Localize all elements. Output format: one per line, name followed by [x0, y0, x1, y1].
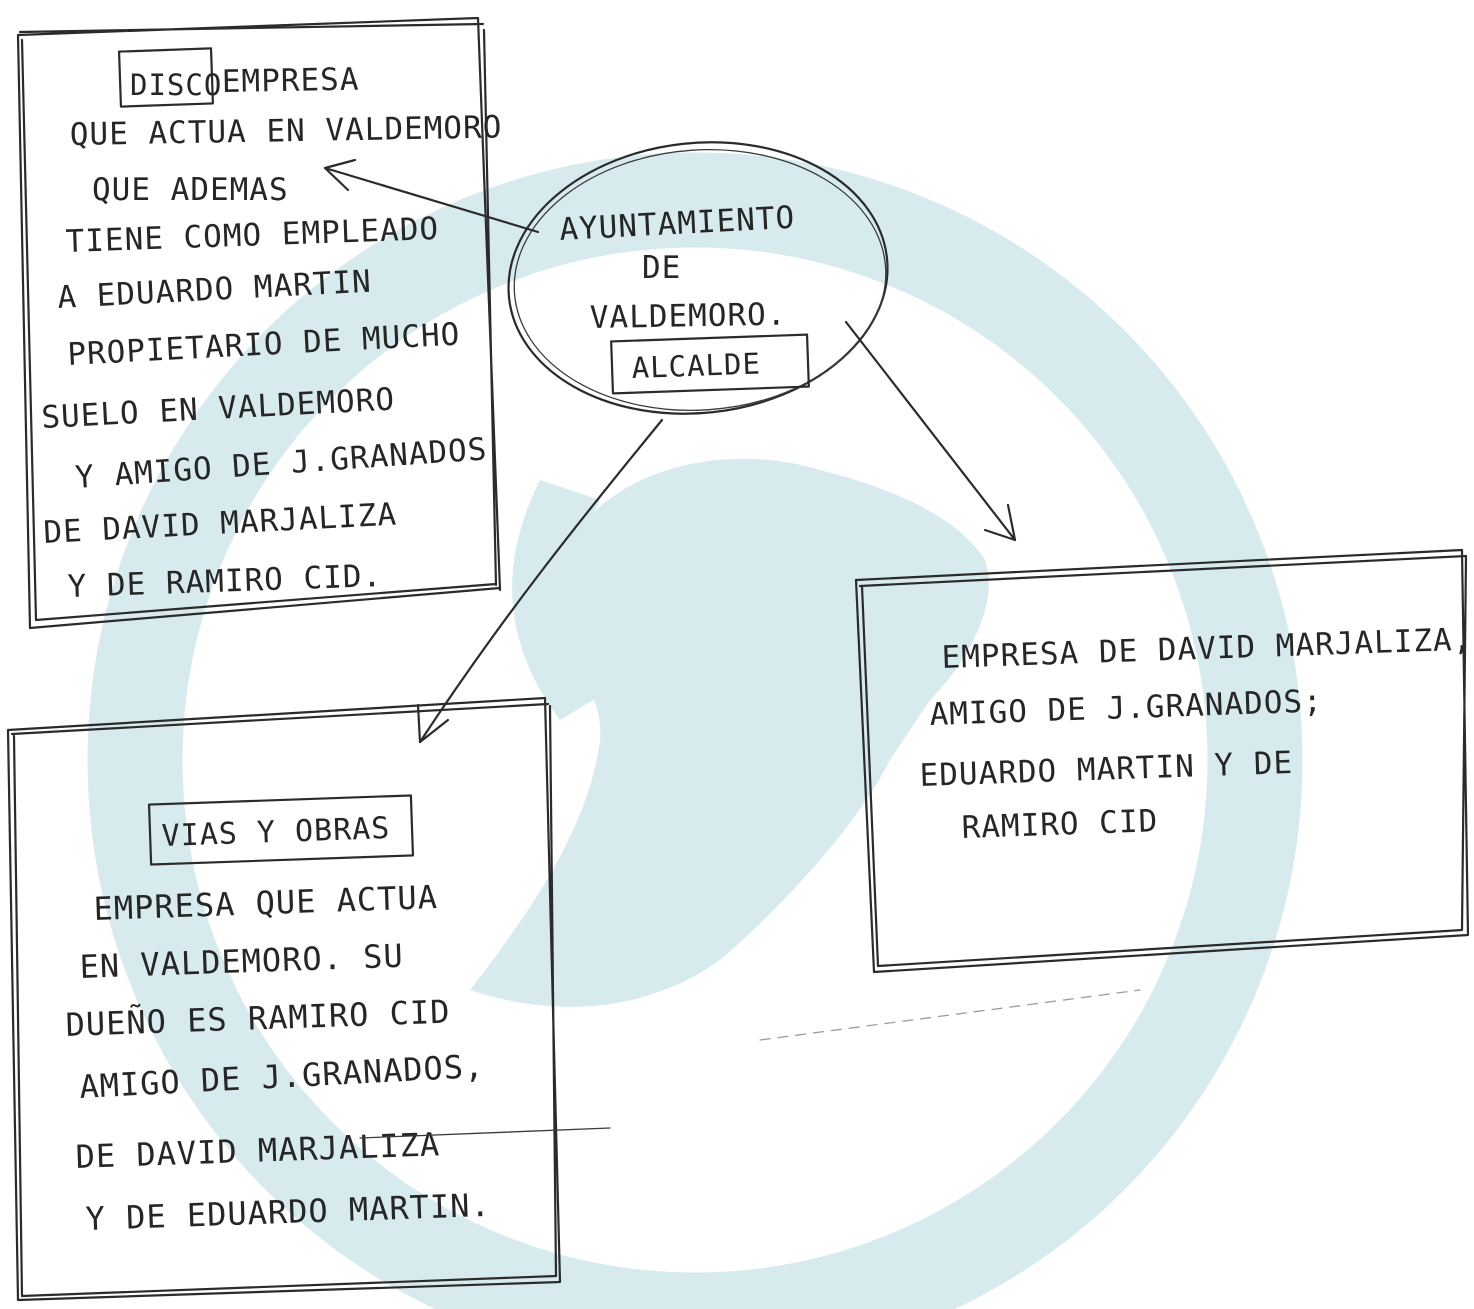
top-left-line: Y DE RAMIRO CID. — [67, 558, 383, 605]
vias-y-obras-badge-label: VIAS Y OBRAS — [161, 811, 391, 854]
right-box-text: EMPRESA DE DAVID MARJALIZA, AMIGO DE J.G… — [919, 621, 1473, 846]
alcalde-badge-border — [610, 333, 810, 395]
center-node-line: VALDEMORO. — [590, 297, 787, 336]
watermark-horn-icon — [512, 480, 610, 720]
watermark-ring — [87, 152, 1303, 1309]
bottom-left-line: DUEÑO ES RAMIRO CID — [65, 993, 451, 1044]
center-node-line: DE — [642, 250, 681, 286]
vias-y-obras-badge-border — [147, 794, 415, 866]
stray-dashed-mark — [759, 989, 1141, 1041]
right-box-line: RAMIRO CID — [961, 803, 1159, 846]
watermark-logo — [87, 152, 1303, 1309]
arrow-to-right — [844, 320, 1017, 542]
disco-badge-border — [117, 47, 215, 108]
disco-badge-label: DISCO — [130, 68, 222, 102]
bottom-left-line: DE DAVID MARJALIZA — [75, 1125, 441, 1176]
right-box-border — [854, 548, 1470, 974]
top-left-box: DISCO EMPRESA QUE ACTUA EN VALDEMORO QUE… — [16, 16, 503, 630]
arrow-to-top-left — [323, 158, 540, 234]
center-node: AYUNTAMIENTO DE VALDEMORO. ALCALDE — [507, 141, 889, 415]
bottom-left-box-border — [6, 696, 562, 1302]
center-node-ellipse-overstroke — [513, 149, 887, 411]
center-node-ellipse — [507, 141, 889, 415]
top-left-box-border — [16, 16, 502, 630]
connectors — [323, 158, 1017, 744]
top-left-line: QUE ACTUA EN VALDEMORO — [70, 109, 503, 153]
top-left-line: EMPRESA — [222, 62, 360, 100]
alcalde-badge-label: ALCALDE — [631, 347, 761, 385]
top-left-line: QUE ADEMAS — [92, 172, 289, 208]
stray-pen-line — [359, 1127, 611, 1139]
top-left-box-text: EMPRESA QUE ACTUA EN VALDEMORO QUE ADEMA… — [41, 62, 503, 605]
watermark-bull-icon — [470, 458, 989, 1007]
